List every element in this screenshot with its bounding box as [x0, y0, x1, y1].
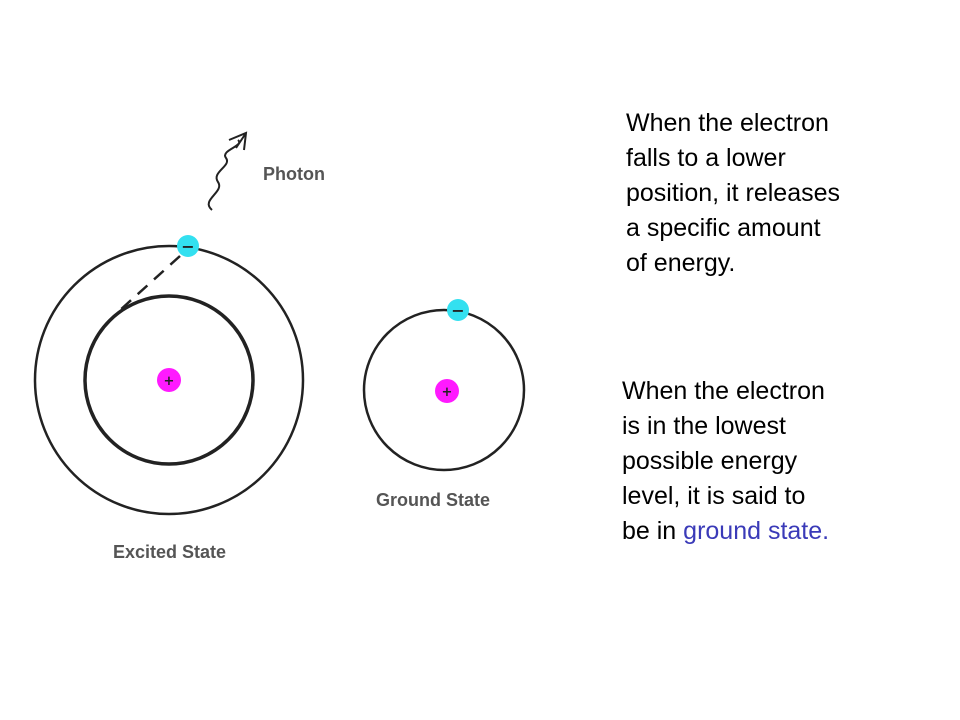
electron-transition-path: [117, 255, 181, 313]
photon-label: Photon: [263, 164, 325, 184]
excited-outer-orbit: [33, 244, 305, 516]
ground-state-highlight: ground state.: [683, 517, 830, 545]
text-line: falls to a lower: [626, 144, 786, 172]
text-line: position, it releases: [626, 179, 841, 207]
text-line: possible energy: [622, 447, 798, 475]
text-line: When the electron: [622, 377, 825, 405]
ground-state-label: Ground State: [376, 490, 490, 510]
ground-nucleus-sign: +: [442, 385, 453, 400]
ground-nucleus: [435, 379, 459, 403]
excited-nucleus: [157, 368, 181, 392]
excited-state-label: Excited State: [113, 542, 226, 562]
photon-wave: [207, 139, 241, 211]
text-line: is in the lowest: [622, 412, 786, 440]
text-line: level, it is said to: [622, 482, 806, 510]
excited-inner-orbit: [83, 294, 255, 466]
ground-orbit: [362, 308, 526, 472]
text-line: When the electron: [626, 109, 829, 137]
ground-electron-sign: −: [451, 301, 464, 320]
text-line: of energy.: [626, 249, 736, 277]
photon-release-description: When the electron falls to a lower posit…: [626, 106, 926, 281]
text-line: be in ground state.: [622, 514, 922, 549]
photon-arrowhead: [228, 131, 248, 151]
ground-electron: [447, 299, 469, 321]
excited-electron-sign: −: [181, 237, 194, 256]
excited-nucleus-sign: +: [164, 374, 175, 389]
text-prefix: be in: [622, 517, 684, 545]
text-line: a specific amount: [626, 214, 821, 242]
excited-electron: [177, 235, 199, 257]
ground-state-description: When the electron is in the lowest possi…: [622, 374, 922, 549]
